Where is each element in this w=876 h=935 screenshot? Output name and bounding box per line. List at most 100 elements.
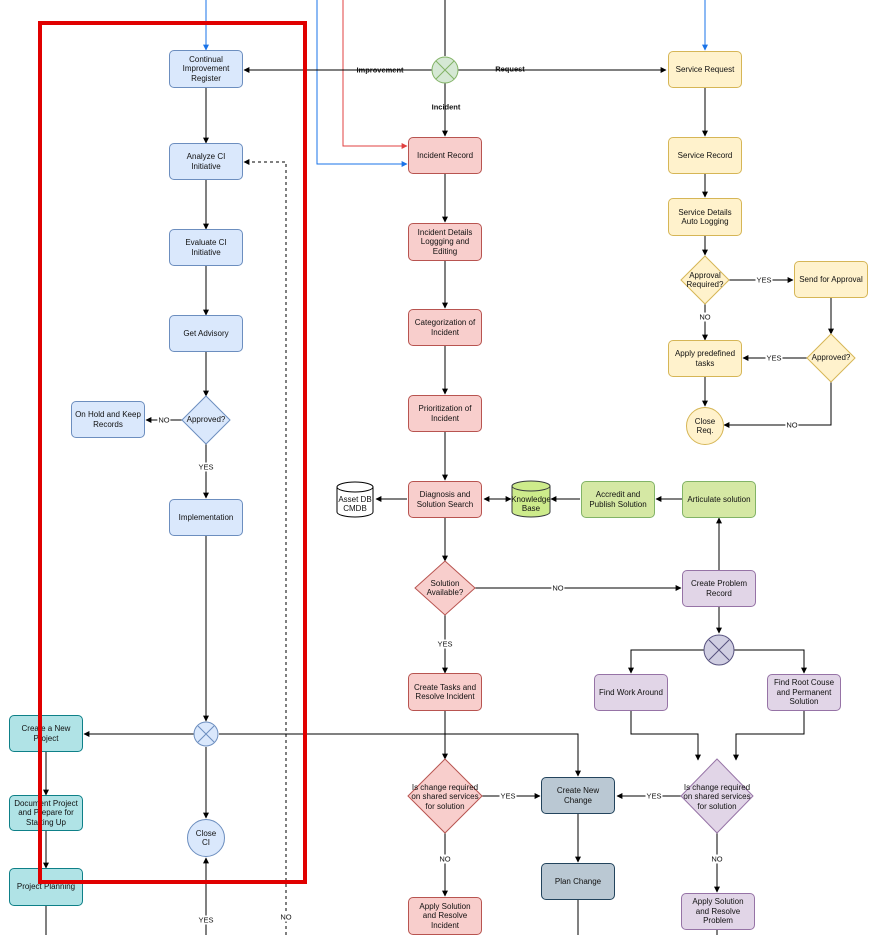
document-project-label: Document Project and Prepare for Startin… bbox=[14, 798, 78, 827]
incident-details-label: Incident Details Loggging and Editing bbox=[417, 227, 473, 256]
edge-label-approval-no: NO bbox=[698, 312, 712, 322]
close-ci-label: Close CI bbox=[195, 828, 217, 848]
categorization-label: Categorization of Incident bbox=[414, 318, 476, 337]
articulate-solution-label: Articulate solution bbox=[687, 494, 751, 504]
approved-service-diamond bbox=[806, 333, 856, 383]
send-for-approval-label: Send for Approval bbox=[799, 274, 863, 284]
ci-approved-label: Approved? bbox=[186, 415, 226, 425]
implementation-label: Implementation bbox=[178, 512, 234, 522]
knowledge-base-cylinder bbox=[511, 480, 551, 518]
edge-label-close-yes: YES bbox=[197, 915, 215, 925]
edge-label-approved-no: NO bbox=[785, 420, 799, 430]
create-tasks-label: Create Tasks and Resolve Incident bbox=[413, 682, 477, 702]
plan-change[interactable]: Plan Change bbox=[541, 863, 615, 900]
edge-label-request: Request bbox=[495, 64, 525, 74]
is-change-shared-2-diamond bbox=[680, 758, 754, 834]
solution-available-label: Solution Available? bbox=[426, 578, 464, 598]
on-hold-label: On Hold and Keep Records bbox=[75, 410, 141, 429]
find-root-cause[interactable]: Find Root Couse and Permanent Solution bbox=[767, 674, 841, 711]
diagnosis-solution-search[interactable]: Diagnosis and Solution Search bbox=[408, 481, 482, 518]
asset-db-cylinder bbox=[336, 481, 374, 518]
service-record-label: Service Record bbox=[677, 150, 733, 160]
apply-solution-resolve-problem[interactable]: Apply Solution and Resolve Problem bbox=[681, 893, 755, 930]
highlight-box bbox=[38, 21, 307, 884]
edge-label-ci-yes: YES bbox=[197, 462, 215, 472]
create-new-project-label: Create a New Project bbox=[21, 724, 71, 743]
create-problem-record[interactable]: Create Problem Record bbox=[682, 570, 756, 607]
close-req[interactable]: Close Req. bbox=[686, 407, 724, 445]
edge-label-ci-no: NO bbox=[157, 415, 171, 425]
edge-label-improvement: Improvement bbox=[356, 65, 404, 75]
edge-label-approval-yes: YES bbox=[755, 275, 773, 285]
incident-record[interactable]: Incident Record bbox=[408, 137, 482, 174]
edge-label-solution-no: NO bbox=[551, 583, 565, 593]
evaluate-ci-initiative[interactable]: Evaluate CI Initiative bbox=[169, 229, 243, 266]
accredit-publish-label: Accredit and Publish Solution bbox=[589, 490, 647, 509]
gateway-problem bbox=[703, 634, 735, 666]
edge-label-change2-yes: YES bbox=[645, 791, 663, 801]
service-request-label: Service Request bbox=[675, 64, 735, 74]
project-planning-label: Project Planning bbox=[16, 882, 76, 892]
analyze-ci-initiative-label: Analyze CI Initiative bbox=[186, 152, 226, 171]
is-change-shared-1-label: Is change required on shared services fo… bbox=[411, 782, 479, 811]
gateway-top bbox=[431, 56, 459, 84]
find-work-around-label: Find Work Around bbox=[599, 687, 663, 697]
prioritization-of-incident[interactable]: Prioritization of Incident bbox=[408, 395, 482, 432]
edge-label-approved-yes: YES bbox=[765, 353, 783, 363]
incoming-red-incident bbox=[342, 0, 408, 149]
edge-label-solution-yes: YES bbox=[436, 639, 454, 649]
project-planning[interactable]: Project Planning bbox=[9, 868, 83, 906]
knowledge-base-label: Knowledge Base bbox=[511, 495, 551, 513]
apply-predefined-label: Apply predefined tasks bbox=[674, 349, 736, 368]
create-new-project[interactable]: Create a New Project bbox=[9, 715, 83, 752]
service-record[interactable]: Service Record bbox=[668, 137, 742, 174]
close-req-label: Close Req. bbox=[694, 416, 716, 436]
incident-details-logging[interactable]: Incident Details Loggging and Editing bbox=[408, 223, 482, 261]
apply-solution-incident-label: Apply Solution and Resolve Incident bbox=[419, 901, 471, 930]
solution-available-diamond bbox=[414, 560, 476, 616]
service-details-auto-logging[interactable]: Service Details Auto Logging bbox=[668, 198, 742, 236]
is-change-shared-2-label: Is change required on shared services fo… bbox=[683, 782, 751, 811]
close-ci[interactable]: Close CI bbox=[187, 819, 225, 857]
plan-change-label: Plan Change bbox=[554, 876, 602, 886]
continual-improvement-register-label: Continual Improvement Register bbox=[182, 54, 230, 83]
edge-label-loop-no: NO bbox=[279, 912, 293, 922]
document-project[interactable]: Document Project and Prepare for Startin… bbox=[9, 795, 83, 831]
incoming-blue-incident bbox=[316, 0, 408, 167]
articulate-solution[interactable]: Articulate solution bbox=[682, 481, 756, 518]
approval-required-diamond bbox=[680, 255, 730, 305]
approved-service-label: Approved? bbox=[811, 353, 851, 363]
service-details-label: Service Details Auto Logging bbox=[678, 207, 732, 227]
create-new-change-label: Create New Change bbox=[556, 786, 600, 805]
get-advisory-label: Get Advisory bbox=[183, 328, 229, 338]
continual-improvement-register[interactable]: Continual Improvement Register bbox=[169, 50, 243, 88]
find-work-around[interactable]: Find Work Around bbox=[594, 674, 668, 711]
apply-solution-problem-label: Apply Solution and Resolve Problem bbox=[692, 897, 744, 926]
get-advisory[interactable]: Get Advisory bbox=[169, 315, 243, 352]
implementation[interactable]: Implementation bbox=[169, 499, 243, 536]
on-hold-keep-records[interactable]: On Hold and Keep Records bbox=[71, 401, 145, 438]
apply-predefined-tasks[interactable]: Apply predefined tasks bbox=[668, 340, 742, 377]
approval-required-label: Approval Required? bbox=[686, 270, 724, 290]
diagnosis-label: Diagnosis and Solution Search bbox=[416, 490, 474, 509]
apply-solution-resolve-incident[interactable]: Apply Solution and Resolve Incident bbox=[408, 897, 482, 935]
is-change-shared-1-diamond bbox=[407, 758, 483, 834]
edge-label-change2-no: NO bbox=[710, 854, 724, 864]
asset-db-label: Asset DB CMDB bbox=[338, 495, 372, 513]
incident-record-label: Incident Record bbox=[416, 150, 474, 160]
send-for-approval[interactable]: Send for Approval bbox=[794, 261, 868, 298]
create-new-change[interactable]: Create New Change bbox=[541, 777, 615, 814]
categorization-of-incident[interactable]: Categorization of Incident bbox=[408, 309, 482, 346]
evaluate-ci-initiative-label: Evaluate CI Initiative bbox=[185, 238, 227, 257]
accredit-publish-solution[interactable]: Accredit and Publish Solution bbox=[581, 481, 655, 518]
create-problem-record-label: Create Problem Record bbox=[690, 579, 748, 598]
analyze-ci-initiative[interactable]: Analyze CI Initiative bbox=[169, 143, 243, 180]
service-request[interactable]: Service Request bbox=[668, 51, 742, 88]
prioritization-label: Prioritization of Incident bbox=[418, 404, 472, 423]
find-root-cause-label: Find Root Couse and Permanent Solution bbox=[773, 678, 835, 707]
gateway-ci bbox=[193, 721, 219, 747]
ci-approved-diamond bbox=[181, 395, 231, 445]
create-tasks-resolve-incident[interactable]: Create Tasks and Resolve Incident bbox=[408, 673, 482, 711]
edge-label-incident: Incident bbox=[431, 102, 461, 112]
